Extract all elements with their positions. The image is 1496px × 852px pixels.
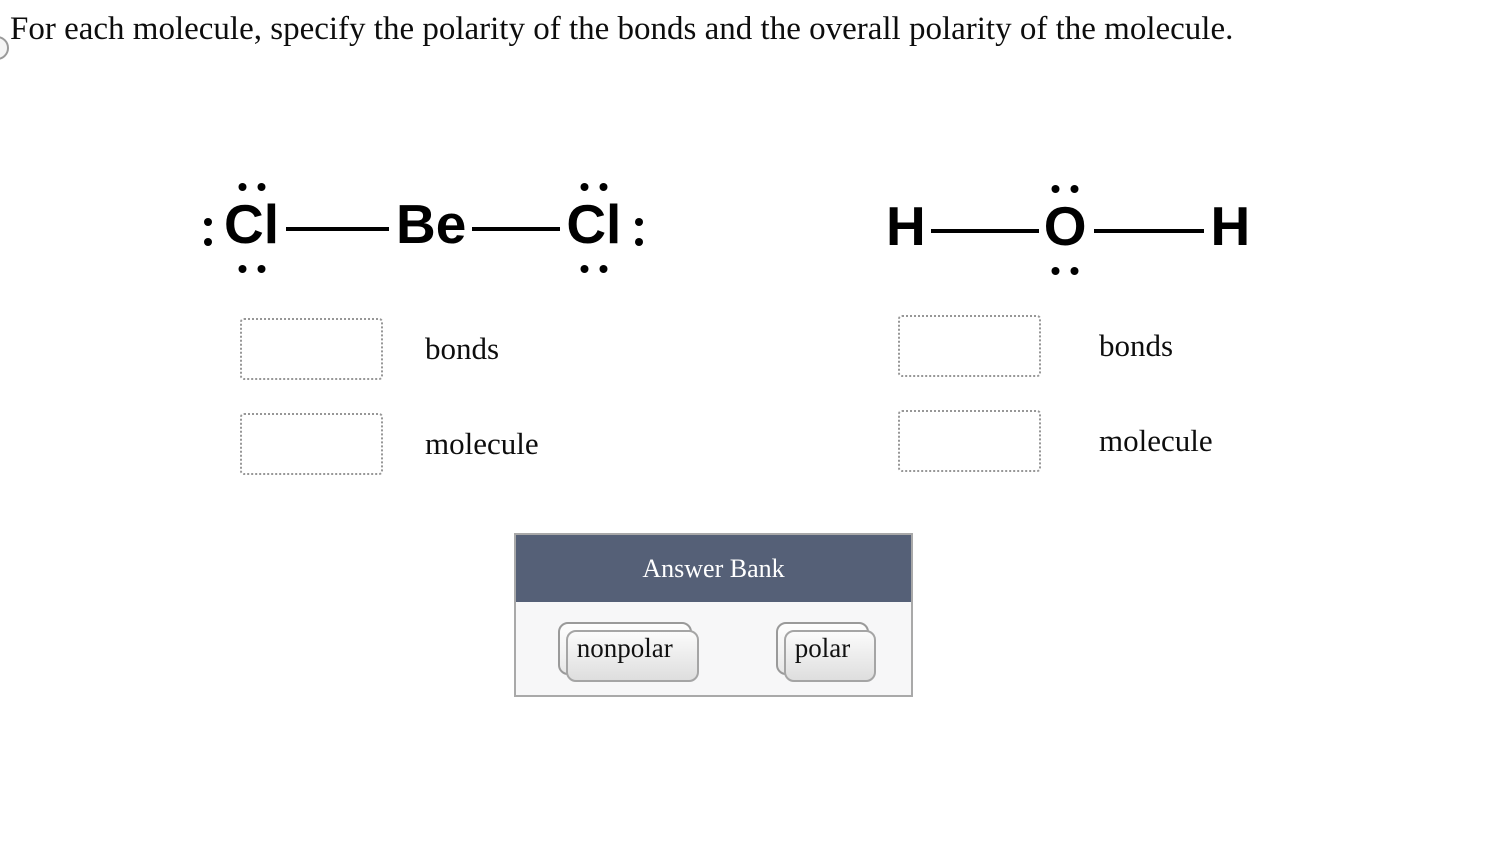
lewis-structure-h2o: H O H: [886, 185, 1251, 275]
electron-dot-icon: [580, 265, 589, 273]
h2o-answer-targets: bonds molecule: [898, 315, 1213, 505]
bond-line: [472, 226, 561, 231]
bond-line: [1093, 228, 1204, 233]
answer-bank-body: nonpolar polar: [516, 602, 911, 695]
electron-dot-icon: [580, 183, 589, 191]
h2o-molecule-drop-target[interactable]: [898, 410, 1041, 472]
electron-dot-icon: [1070, 185, 1079, 193]
answer-chip-polar[interactable]: polar: [775, 622, 877, 682]
target-row-bonds: bonds: [898, 315, 1213, 377]
atom-symbol: Be: [396, 193, 467, 255]
electron-dot-icon: [1070, 267, 1079, 275]
becl2-answer-targets: bonds molecule: [240, 318, 539, 508]
lone-pair-icon: [204, 217, 212, 246]
answer-bank-title: Answer Bank: [642, 553, 785, 583]
becl2-bonds-drop-target[interactable]: [240, 318, 383, 380]
atom-symbol: H: [1210, 195, 1251, 257]
lone-pair-icon: [580, 183, 608, 191]
target-label: molecule: [1099, 423, 1213, 458]
answer-bank-panel: Answer Bank nonpolar polar: [514, 533, 913, 697]
target-row-molecule: molecule: [898, 410, 1213, 472]
atom-symbol: H: [886, 195, 926, 257]
atom-symbol: Cl: [566, 193, 622, 255]
electron-dot-icon: [1051, 267, 1060, 275]
electron-dot-icon: [599, 265, 608, 273]
electron-dot-icon: [257, 265, 265, 273]
h2o-bonds-drop-target[interactable]: [898, 315, 1041, 377]
lone-pair-icon: [1051, 185, 1079, 193]
electron-dot-icon: [238, 265, 246, 273]
target-label: bonds: [1099, 328, 1174, 363]
atom-symbol: Cl: [224, 193, 279, 255]
atom-h-right: H: [1211, 199, 1251, 254]
answer-chip-nonpolar[interactable]: nonpolar: [557, 622, 699, 682]
target-row-molecule: molecule: [240, 413, 539, 475]
electron-dot-icon: [635, 237, 644, 246]
atom-cl-left: Cl: [224, 183, 279, 273]
lone-pair-icon: [580, 265, 608, 273]
atom-symbol: O: [1043, 195, 1087, 257]
bond-line: [930, 228, 1039, 233]
question-title: For each molecule, specify the polarity …: [10, 11, 1234, 47]
target-label: molecule: [425, 426, 539, 461]
electron-dot-icon: [1051, 185, 1060, 193]
electron-dot-icon: [599, 183, 608, 191]
target-row-bonds: bonds: [240, 318, 539, 380]
target-label: bonds: [425, 331, 500, 366]
electron-dot-icon: [204, 237, 212, 246]
electron-dot-icon: [204, 217, 212, 226]
electron-dot-icon: [635, 217, 644, 226]
atom-o: O: [1044, 185, 1087, 275]
atom-be: Be: [396, 197, 466, 252]
answer-bank-header: Answer Bank: [516, 535, 911, 602]
lewis-structure-becl2: Cl Be Cl: [204, 183, 644, 273]
electron-dot-icon: [238, 183, 246, 191]
lone-pair-icon: [1051, 267, 1079, 275]
atom-cl-right: Cl: [566, 183, 621, 273]
becl2-molecule-drop-target[interactable]: [240, 413, 383, 475]
atom-h-left: H: [886, 199, 926, 254]
question-number-bubble-partial: [0, 36, 9, 60]
lone-pair-icon: [635, 217, 644, 246]
lone-pair-icon: [238, 265, 265, 273]
lone-pair-icon: [238, 183, 265, 191]
bond-line: [286, 226, 389, 231]
electron-dot-icon: [257, 183, 265, 191]
